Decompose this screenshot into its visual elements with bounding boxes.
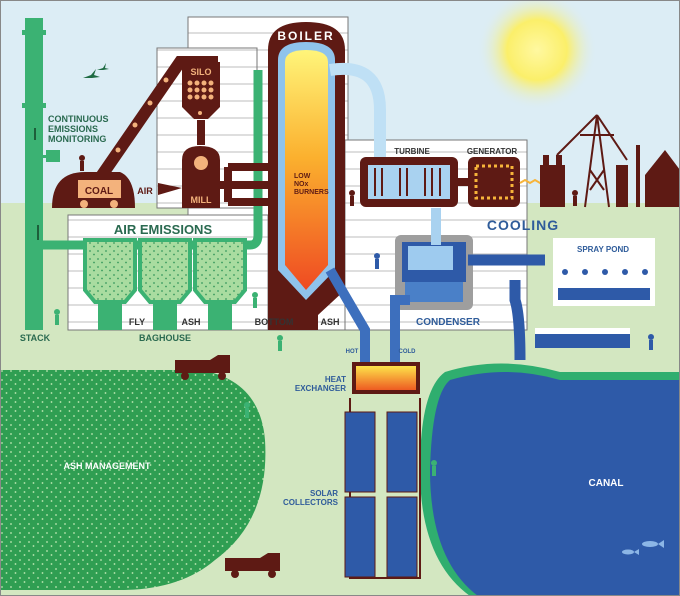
heat-exchanger-label-2: EXCHANGER [295,384,346,393]
burners-label-3: BURNERS [294,189,329,196]
spray-pond-label: SPRAY POND [577,245,629,254]
coal-label: COAL [85,186,113,197]
fish-icon [622,540,664,555]
baghouse [83,238,247,330]
burners-label-1: LOW [294,173,311,180]
condenser-label: CONDENSER [416,317,481,328]
ash-management-label: ASH MANAGEMENT [64,461,152,471]
cem-label-3: MONITORING [48,134,106,144]
stack [22,18,60,330]
pylon [556,114,628,208]
mill-label: MILL [191,195,212,205]
solar-label-1: SOLAR [310,489,338,498]
ash-management-area [0,370,266,590]
sun-icon [477,0,597,110]
silo [182,62,220,119]
cold-label: COLD [399,349,417,355]
fly-label: FLY [129,317,145,327]
air-emissions-label: AIR EMISSIONS [114,222,213,237]
hot-label: HOT [346,349,359,355]
steam-pipe [329,62,386,160]
return-basin [535,332,630,348]
solar-label-2: COLLECTORS [283,498,339,507]
silo-label: SILO [190,67,211,77]
boiler-label: BOILER [277,29,334,43]
heat-exchanger-label-1: HEAT [325,375,346,384]
cem-label-1: CONTINUOUS [48,114,109,124]
generator [468,157,520,207]
solar-collectors [344,411,418,578]
burners-label-2: NOx [294,181,309,188]
conveyor-coal-dots [115,77,169,153]
birds-icon [83,63,109,78]
canal-label: CANAL [589,478,624,489]
cooling-pipes [468,254,545,361]
coal-cart [78,180,121,198]
turbine-label: TURBINE [394,147,430,156]
cem-label-2: EMISSIONS [48,124,98,134]
mill [182,146,220,208]
cooling-label: COOLING [487,217,559,233]
bottom-label: BOTTOM [255,317,294,327]
person-icon [54,155,654,476]
mill-gear-icon [194,156,208,170]
burner-ducts [220,163,288,206]
truck-icon [175,355,280,578]
ash-label-bottom: ASH [320,317,339,327]
substation [540,145,680,207]
stack-label: STACK [20,333,51,343]
canal-water [430,372,680,596]
baghouse-label: BAGHOUSE [139,333,191,343]
generator-label: GENERATOR [467,147,518,156]
air-inlet [158,183,182,195]
air-label: AIR [137,186,153,196]
boiler-flame [285,50,328,290]
ash-label-fly: ASH [181,317,200,327]
